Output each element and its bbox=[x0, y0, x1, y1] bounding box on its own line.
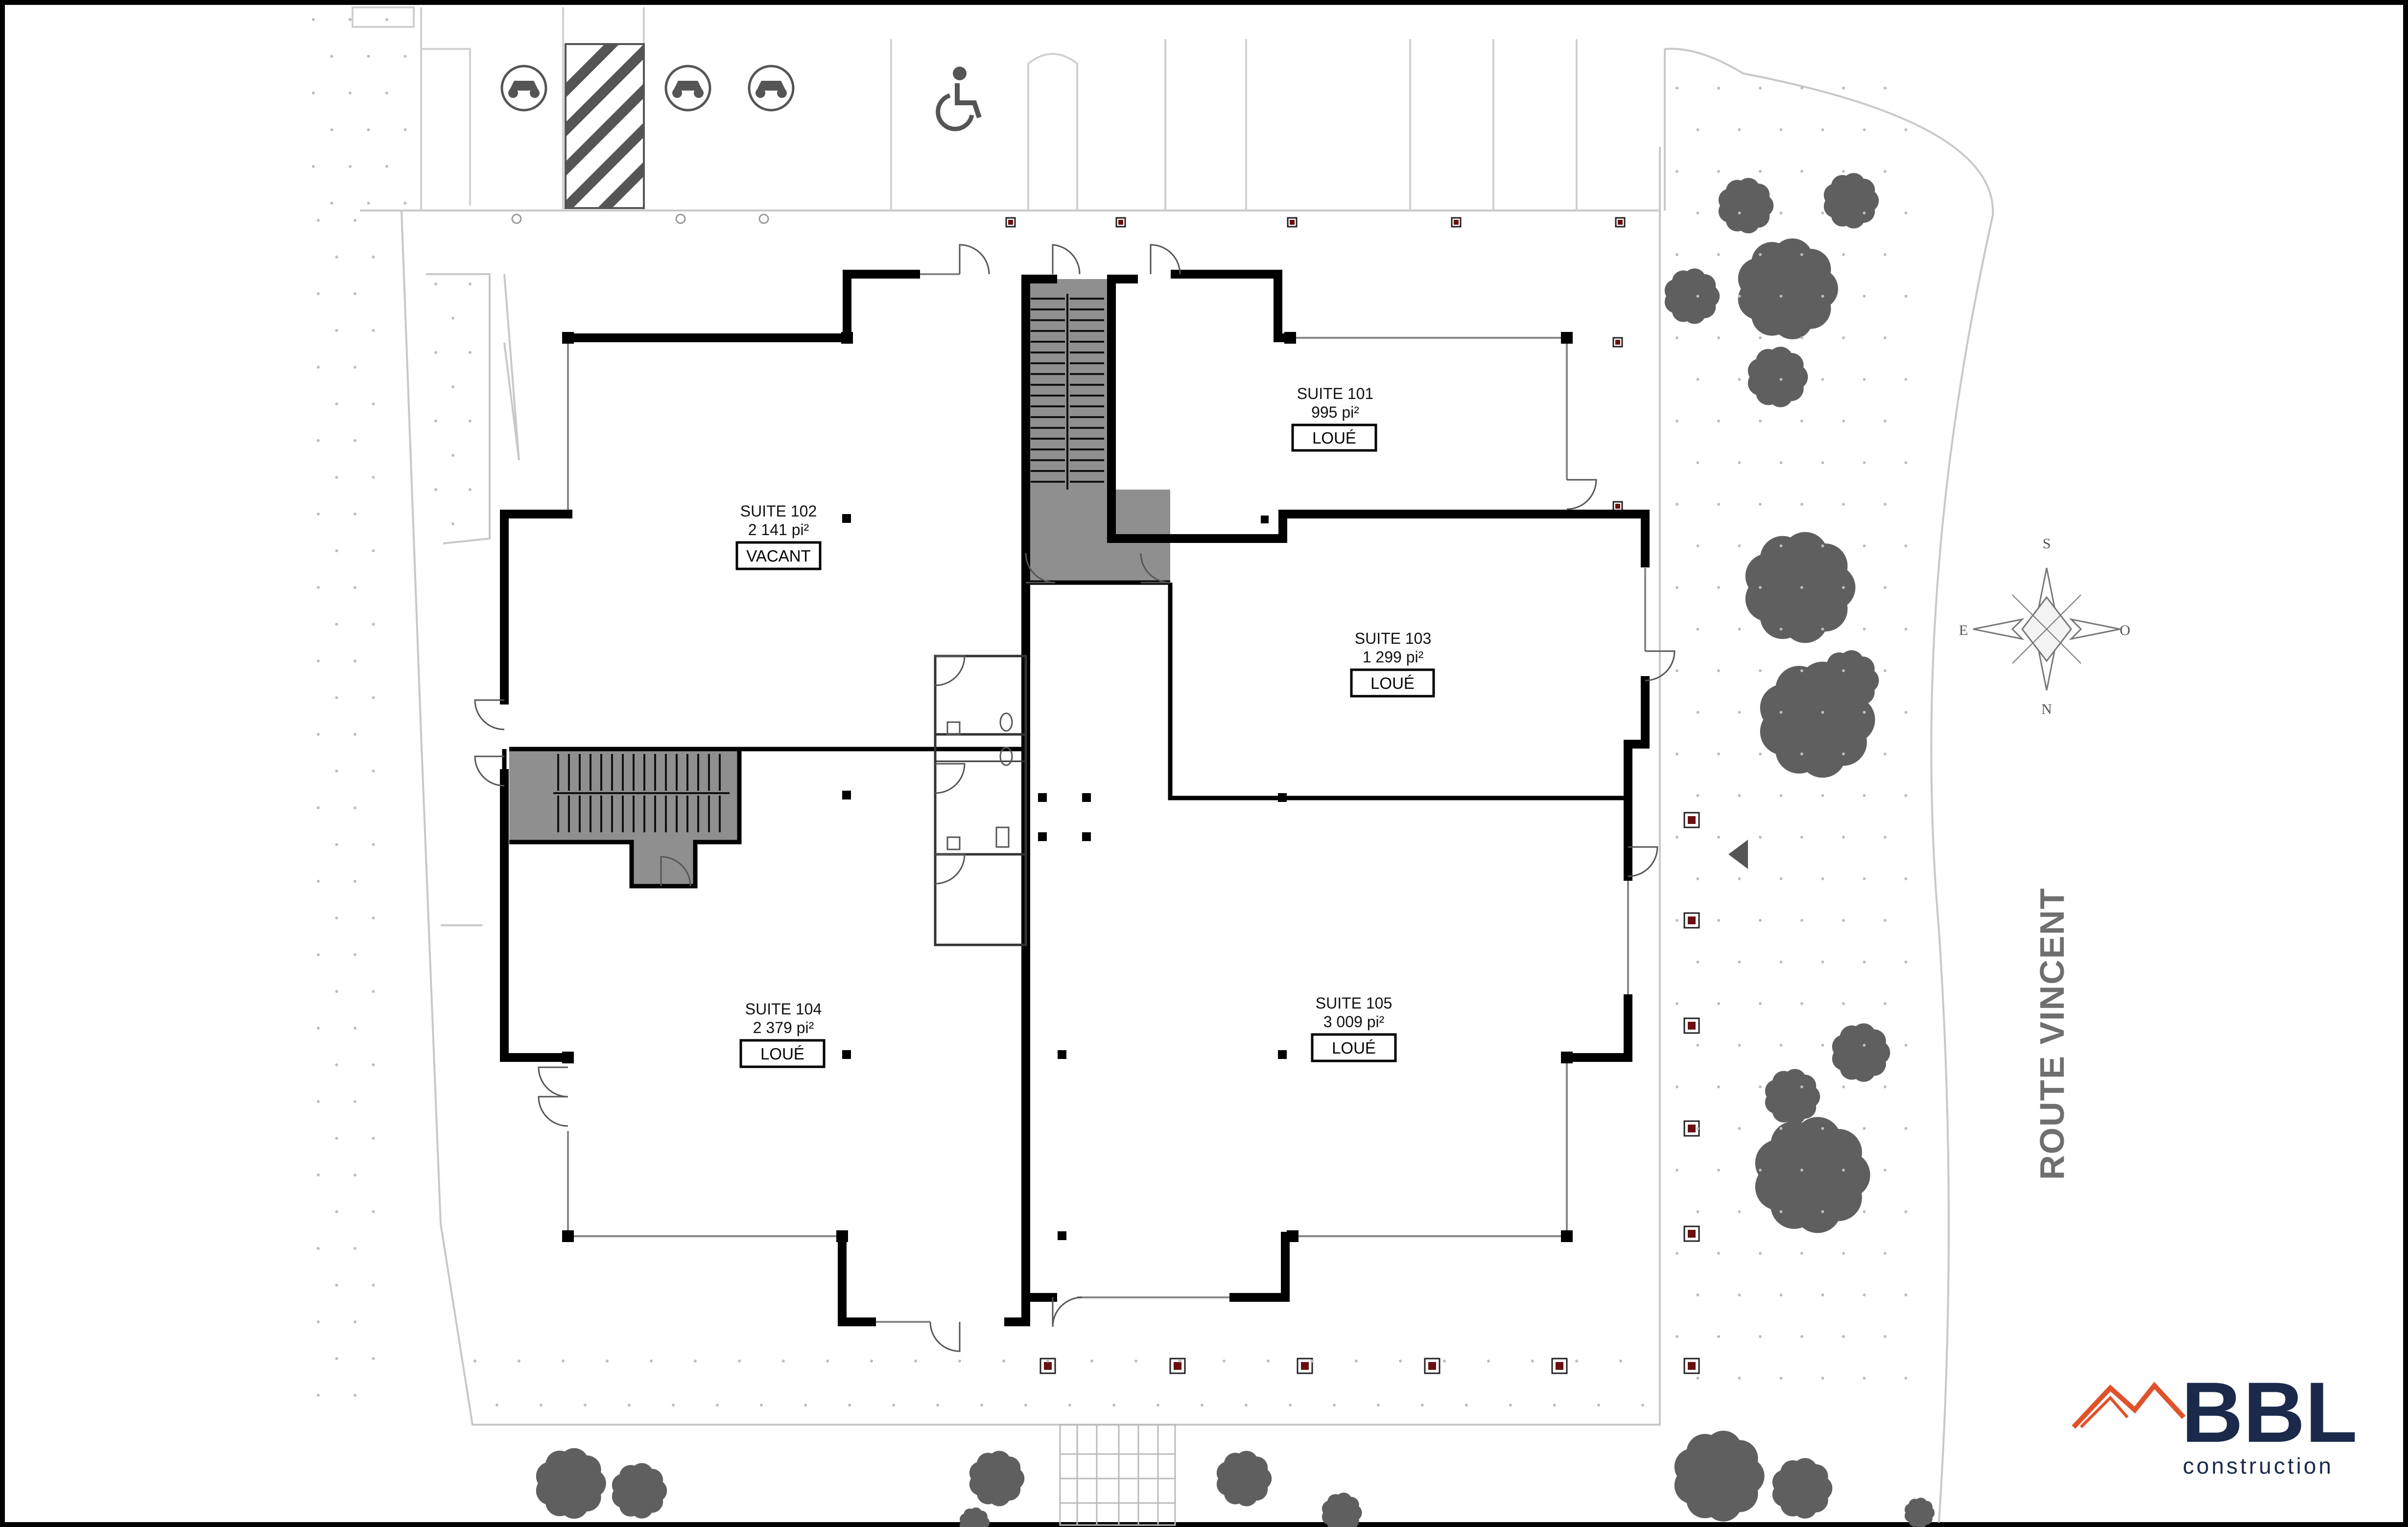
logo-subtitle: construction bbox=[2183, 1453, 2334, 1479]
tree-icon bbox=[612, 1463, 667, 1519]
bollards bbox=[1005, 217, 1700, 1374]
suite-102-area: 2 141 pi² bbox=[748, 521, 809, 539]
suite-102-label: SUITE 102 2 141 pi² VACANT bbox=[735, 502, 822, 570]
tree-icon bbox=[1765, 1069, 1820, 1125]
suite-101-label: SUITE 101 995 pi² LOUÉ bbox=[1291, 385, 1377, 452]
charging-station-icon bbox=[748, 65, 795, 112]
suite-103-status: LOUÉ bbox=[1370, 674, 1415, 692]
tree-icon bbox=[1760, 661, 1875, 778]
road-label: ROUTE VINCENT bbox=[2033, 887, 2071, 1180]
accessible-parking-icon bbox=[936, 67, 982, 131]
tree-icon bbox=[969, 1451, 1025, 1506]
columns bbox=[562, 332, 1573, 1242]
suite-105-area: 3 009 pi² bbox=[1323, 1013, 1385, 1031]
suite-101-area: 995 pi² bbox=[1311, 403, 1359, 421]
tree-icon bbox=[959, 1507, 990, 1527]
doors bbox=[474, 244, 1676, 1352]
charging-station-icon bbox=[664, 65, 711, 112]
logo-brand: BBL bbox=[2181, 1365, 2358, 1460]
suite-104-area: 2 379 pi² bbox=[753, 1019, 814, 1036]
suite-105-name: SUITE 105 bbox=[1316, 994, 1393, 1012]
walkway bbox=[1059, 1424, 1176, 1526]
charging-station-icon bbox=[500, 65, 547, 112]
compass-left: E bbox=[1959, 622, 1968, 638]
tree-icon bbox=[1664, 268, 1720, 324]
landscaping bbox=[312, 18, 1908, 1407]
parking-lot bbox=[352, 6, 1578, 224]
stairwell-north bbox=[1026, 279, 1170, 583]
tree-icon bbox=[1745, 532, 1856, 643]
tree-icon bbox=[536, 1448, 606, 1519]
bbl-logo: BBL construction bbox=[2072, 1365, 2358, 1479]
suite-102-name: SUITE 102 bbox=[740, 502, 817, 520]
suite-104-label: SUITE 104 2 379 pi² LOUÉ bbox=[739, 1000, 826, 1068]
tree-icon bbox=[1904, 1498, 1935, 1527]
trees bbox=[536, 173, 1935, 1527]
compass-top: S bbox=[2043, 536, 2051, 552]
tree-icon bbox=[1772, 1458, 1833, 1519]
washrooms bbox=[934, 655, 1027, 946]
stairwell-west bbox=[509, 749, 739, 886]
suite-105-label: SUITE 105 3 009 pi² LOUÉ bbox=[1311, 994, 1397, 1062]
tree-icon bbox=[1718, 178, 1774, 234]
tree-icon bbox=[1755, 1117, 1870, 1233]
suite-102-status: VACANT bbox=[746, 547, 810, 565]
suite-103-name: SUITE 103 bbox=[1355, 630, 1432, 647]
site-boundary bbox=[360, 47, 1994, 1523]
tree-icon bbox=[1738, 238, 1838, 340]
suite-104-status: LOUÉ bbox=[760, 1045, 804, 1063]
entrance-arrow-icon bbox=[1728, 840, 1748, 869]
compass-right: O bbox=[2120, 622, 2130, 638]
suite-103-area: 1 299 pi² bbox=[1363, 648, 1424, 666]
suite-105-status: LOUÉ bbox=[1332, 1039, 1376, 1057]
suite-104-name: SUITE 104 bbox=[745, 1000, 822, 1018]
logo-roof-icon bbox=[2072, 1382, 2186, 1429]
tree-icon bbox=[1823, 173, 1879, 229]
hatched-zone bbox=[565, 43, 645, 209]
tree-icon bbox=[1322, 1492, 1362, 1527]
tree-icon bbox=[1674, 1431, 1765, 1522]
suite-101-status: LOUÉ bbox=[1312, 429, 1356, 447]
suite-103-label: SUITE 103 1 299 pi² LOUÉ bbox=[1350, 630, 1435, 698]
tree-icon bbox=[1747, 347, 1808, 407]
compass-rose-icon: S E O N bbox=[1959, 536, 2130, 717]
tree-icon bbox=[1216, 1451, 1272, 1506]
tree-icon bbox=[1832, 1023, 1890, 1082]
suite-101-name: SUITE 101 bbox=[1297, 385, 1374, 402]
compass-bottom: N bbox=[2041, 701, 2052, 717]
